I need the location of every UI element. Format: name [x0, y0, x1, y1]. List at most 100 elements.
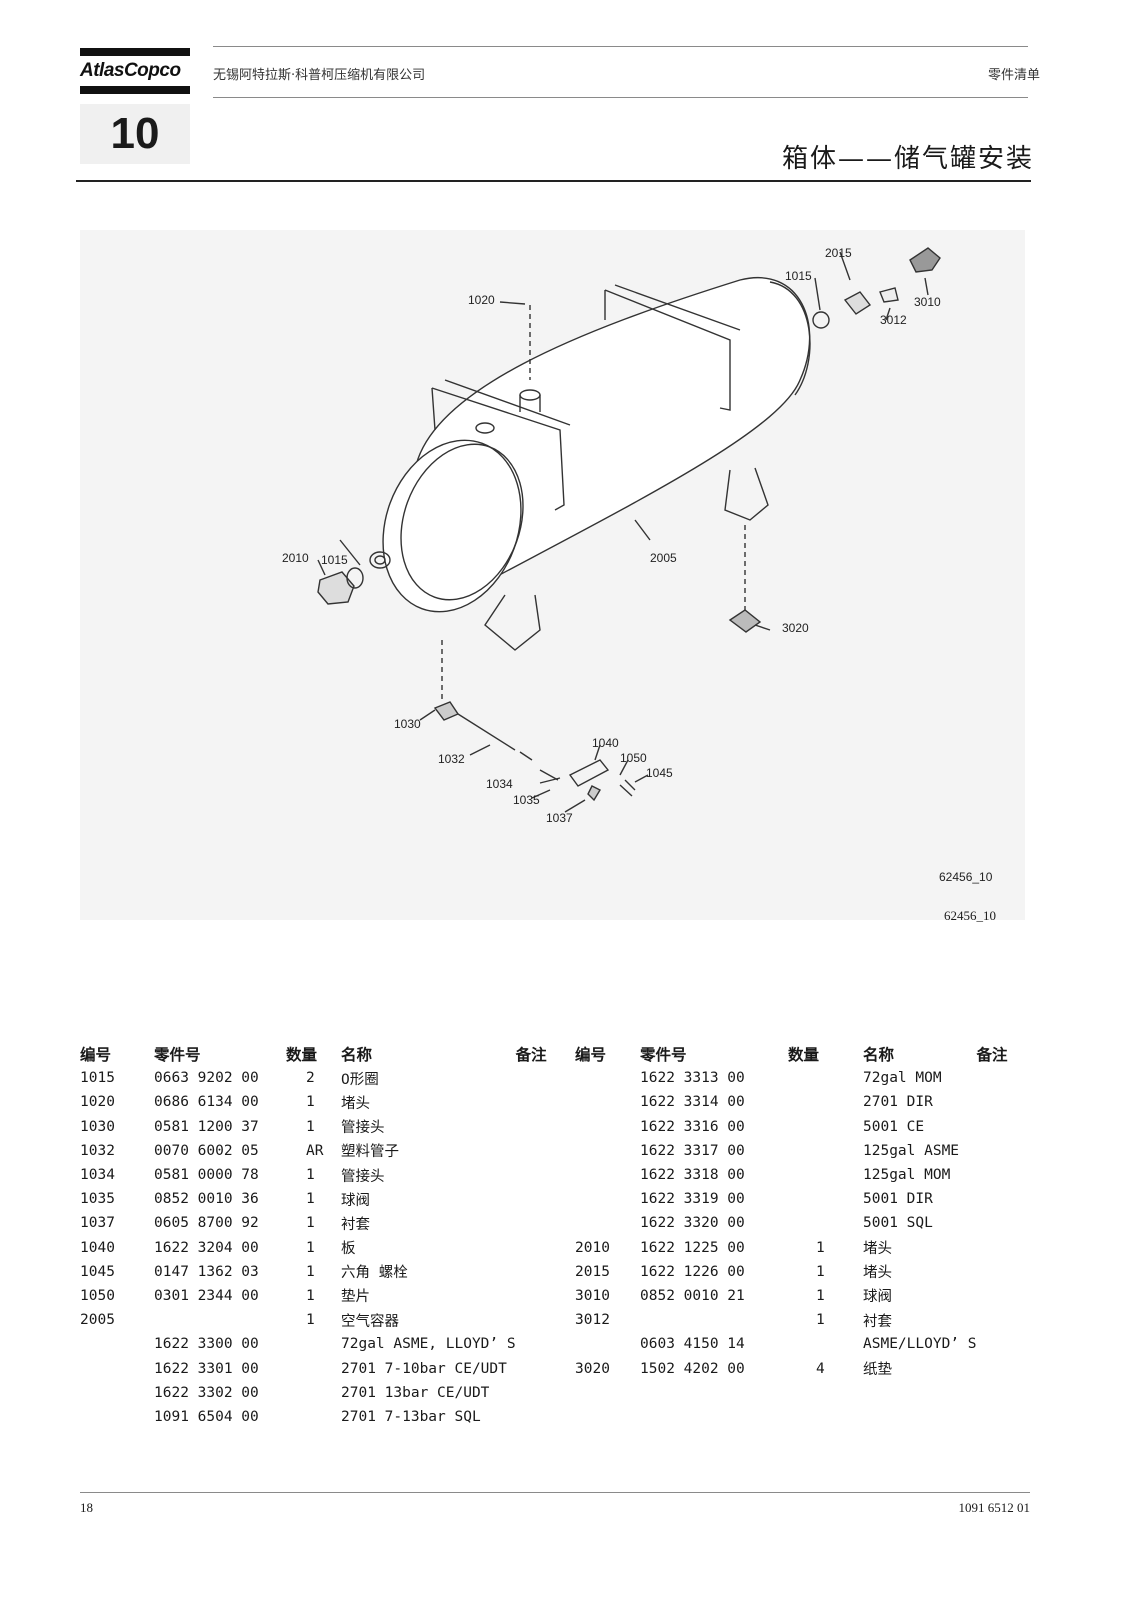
- callout-1050: 1050: [620, 751, 647, 765]
- cell-name: 球阀: [341, 1192, 370, 1209]
- cell-part: 1091 6504 00: [154, 1408, 259, 1425]
- callout-3010: 3010: [914, 295, 941, 309]
- cell-no: 1032: [80, 1142, 115, 1159]
- cell-qty: 2: [306, 1070, 315, 1087]
- cell-part: 1622 3313 00: [640, 1070, 745, 1087]
- exploded-view-figure: 1020 2015 1015 3010 3012 1015 2010 2005 …: [80, 230, 1025, 920]
- cell-name: 垫片: [341, 1289, 370, 1306]
- cell-qty: [286, 1332, 341, 1356]
- cell-no: 1040: [80, 1239, 115, 1256]
- cell-no: 1037: [80, 1215, 115, 1232]
- cell-part: 0603 4150 14: [640, 1336, 745, 1353]
- callout-3012: 3012: [880, 313, 907, 327]
- cell-part: 1622 3319 00: [640, 1191, 745, 1208]
- cell-part: 0070 6002 05: [154, 1142, 259, 1159]
- logo-bar-top: [80, 48, 190, 56]
- cell-part: 0852 0010 36: [154, 1191, 259, 1208]
- cell-qty: 1: [816, 1287, 825, 1304]
- cell-no: 2015: [575, 1263, 610, 1280]
- col-header-qty: 数量: [788, 1046, 820, 1065]
- cell-qty: [286, 1356, 341, 1380]
- cell-name: 管接头: [341, 1120, 385, 1137]
- callout-1015-right: 1015: [785, 269, 812, 283]
- cell-no: [575, 1090, 640, 1114]
- callout-1020: 1020: [468, 293, 495, 307]
- callout-1015-left: 1015: [321, 553, 348, 567]
- cell-qty: 1: [816, 1239, 825, 1256]
- callout-1040: 1040: [592, 736, 619, 750]
- cell-remark: [977, 1332, 1057, 1356]
- callout-1032: 1032: [438, 752, 465, 766]
- header-rule-middle: [213, 97, 1028, 98]
- callout-1030: 1030: [394, 717, 421, 731]
- cell-qty: 1: [306, 1263, 315, 1280]
- cell-part: 1622 3318 00: [640, 1167, 745, 1184]
- footer-rule: [80, 1492, 1030, 1493]
- cell-qty: [788, 1211, 863, 1235]
- cell-part: 1622 3300 00: [154, 1336, 259, 1353]
- cell-qty: 1: [306, 1118, 315, 1135]
- cell-part: 1622 3320 00: [640, 1215, 745, 1232]
- cell-part: [154, 1308, 286, 1332]
- callout-2005: 2005: [650, 551, 677, 565]
- cell-part: 0605 8700 92: [154, 1215, 259, 1232]
- cell-no: 2005: [80, 1312, 115, 1329]
- table-row: 1622 3313 00 72gal MOM: [575, 1066, 1057, 1090]
- cell-name: 空气容器: [341, 1313, 399, 1330]
- cell-qty: 1: [306, 1167, 315, 1184]
- cell-name: 5001 CE: [863, 1118, 925, 1135]
- cell-no: [575, 1187, 640, 1211]
- cell-part: 0301 2344 00: [154, 1287, 259, 1304]
- col-header-remark: 备注: [515, 1046, 547, 1065]
- cell-qty: AR: [306, 1142, 324, 1159]
- cell-qty: 1: [306, 1239, 315, 1256]
- cell-remark: [977, 1211, 1057, 1235]
- cell-name: 六角 螺栓: [341, 1265, 408, 1282]
- air-receiver-drawing: 1020 2015 1015 3010 3012 1015 2010 2005 …: [282, 246, 993, 884]
- callout-1035: 1035: [513, 793, 540, 807]
- atlas-copco-logo: AtlasCopco: [80, 48, 190, 94]
- cell-no: 3012: [575, 1312, 610, 1329]
- cell-no: [80, 1332, 154, 1356]
- cell-no: 1020: [80, 1094, 115, 1111]
- cell-qty: [286, 1381, 341, 1405]
- cell-no: [80, 1405, 154, 1429]
- cell-remark: [977, 1356, 1057, 1380]
- cell-remark: [977, 1139, 1057, 1163]
- cell-no: [575, 1332, 640, 1356]
- logo-bar-bottom: [80, 86, 190, 94]
- document-number: 1091 6512 01: [958, 1500, 1031, 1515]
- cell-name: 72gal MOM: [863, 1070, 942, 1087]
- callout-2015: 2015: [825, 246, 852, 260]
- cell-name: 2701 DIR: [863, 1094, 933, 1111]
- cell-no: [575, 1066, 640, 1090]
- cell-no: 3020: [575, 1360, 610, 1377]
- cell-remark: [977, 1308, 1057, 1332]
- cell-qty: [788, 1163, 863, 1187]
- cell-name: 堵头: [341, 1095, 370, 1112]
- cell-part: 0581 1200 37: [154, 1118, 259, 1135]
- table-header-row: 编号 零件号 数量 名称 备注: [575, 1042, 1057, 1066]
- cell-part: 1622 3301 00: [154, 1360, 259, 1377]
- callout-1034: 1034: [486, 777, 513, 791]
- cell-remark: [977, 1260, 1057, 1284]
- col-header-no: 编号: [80, 1046, 112, 1065]
- cell-qty: 1: [306, 1094, 315, 1111]
- cell-no: 1034: [80, 1167, 115, 1184]
- cell-name: 125gal MOM: [863, 1167, 951, 1184]
